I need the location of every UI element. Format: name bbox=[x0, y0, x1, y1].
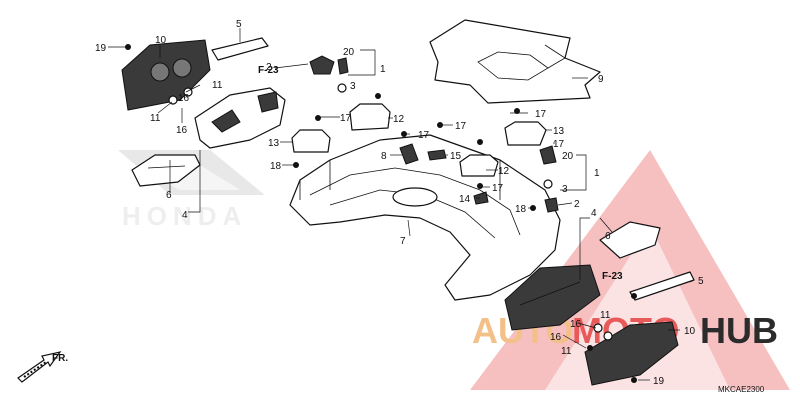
callouts: 19 10 5 2 20 1 3 11 16 11 16 6 4 17 12 1… bbox=[95, 19, 704, 387]
callout: 16 bbox=[178, 93, 190, 104]
callout: 17 bbox=[340, 113, 352, 124]
callout: 17 bbox=[535, 109, 547, 120]
callout: 13 bbox=[268, 138, 280, 149]
callout: 18 bbox=[270, 161, 282, 172]
callout: 5 bbox=[698, 276, 704, 287]
callout: 20 bbox=[562, 151, 574, 162]
mounts bbox=[291, 103, 547, 177]
callout: 10 bbox=[684, 326, 696, 337]
front-direction-label: FR. bbox=[52, 353, 68, 364]
callout: 13 bbox=[553, 126, 565, 137]
callout: 4 bbox=[182, 210, 188, 221]
part-12-mount-lower bbox=[459, 154, 499, 177]
diagram-code: MKCAE2300 bbox=[718, 385, 765, 394]
callout: 12 bbox=[393, 114, 405, 125]
reference-label: F-23 bbox=[602, 271, 623, 282]
callout: 9 bbox=[598, 74, 604, 85]
watermark-part-c: HUB bbox=[700, 310, 778, 351]
callout: 20 bbox=[343, 47, 355, 58]
callout: 6 bbox=[166, 190, 172, 201]
callout: 11 bbox=[212, 80, 223, 91]
part-4-right-shell bbox=[504, 264, 601, 331]
reference-label: F-23 bbox=[258, 65, 279, 76]
part-13-mount-right bbox=[504, 121, 547, 146]
callout: 3 bbox=[562, 184, 568, 195]
part-13-mount-left bbox=[291, 129, 331, 153]
callout: 4 bbox=[591, 208, 597, 219]
callout: 16 bbox=[570, 319, 582, 330]
callout: 12 bbox=[498, 166, 510, 177]
callout: 17 bbox=[492, 183, 504, 194]
callout: 19 bbox=[653, 376, 665, 387]
callout: 10 bbox=[155, 35, 167, 46]
callout: 17 bbox=[455, 121, 467, 132]
callout: 11 bbox=[600, 310, 611, 321]
callout: 14 bbox=[459, 194, 471, 205]
callout: 19 bbox=[95, 43, 107, 54]
callout: 18 bbox=[515, 204, 527, 215]
part-5-left-bar bbox=[211, 37, 269, 61]
callout: 2 bbox=[574, 199, 580, 210]
part-7-main-frame bbox=[289, 134, 561, 301]
part-4-left-shell bbox=[194, 87, 286, 149]
honda-brand-text: HONDA bbox=[122, 201, 247, 231]
callout: 7 bbox=[400, 236, 406, 247]
callout: 11 bbox=[150, 113, 161, 124]
part-12-mount-upper bbox=[349, 103, 391, 131]
callout: 11 bbox=[561, 346, 572, 357]
callout: 17 bbox=[418, 130, 430, 141]
callout: 17 bbox=[553, 139, 565, 150]
callout: 2 bbox=[266, 62, 272, 73]
callout: 15 bbox=[450, 151, 462, 162]
callout: 6 bbox=[605, 231, 611, 242]
callout: 5 bbox=[236, 19, 242, 30]
callout: 8 bbox=[381, 151, 387, 162]
hardware bbox=[125, 44, 637, 383]
callout: 1 bbox=[380, 64, 386, 75]
part-6-right-bracket bbox=[599, 221, 661, 259]
part-10-left-cover bbox=[121, 39, 211, 111]
leader-lines bbox=[108, 28, 695, 381]
callout: 1 bbox=[594, 168, 600, 179]
front-direction-arrow bbox=[17, 351, 62, 383]
part-10-right-cover bbox=[584, 321, 679, 386]
callout: 3 bbox=[350, 81, 356, 92]
callout: 16 bbox=[176, 125, 188, 136]
callout: 16 bbox=[550, 332, 562, 343]
part-9-mat bbox=[429, 19, 601, 104]
